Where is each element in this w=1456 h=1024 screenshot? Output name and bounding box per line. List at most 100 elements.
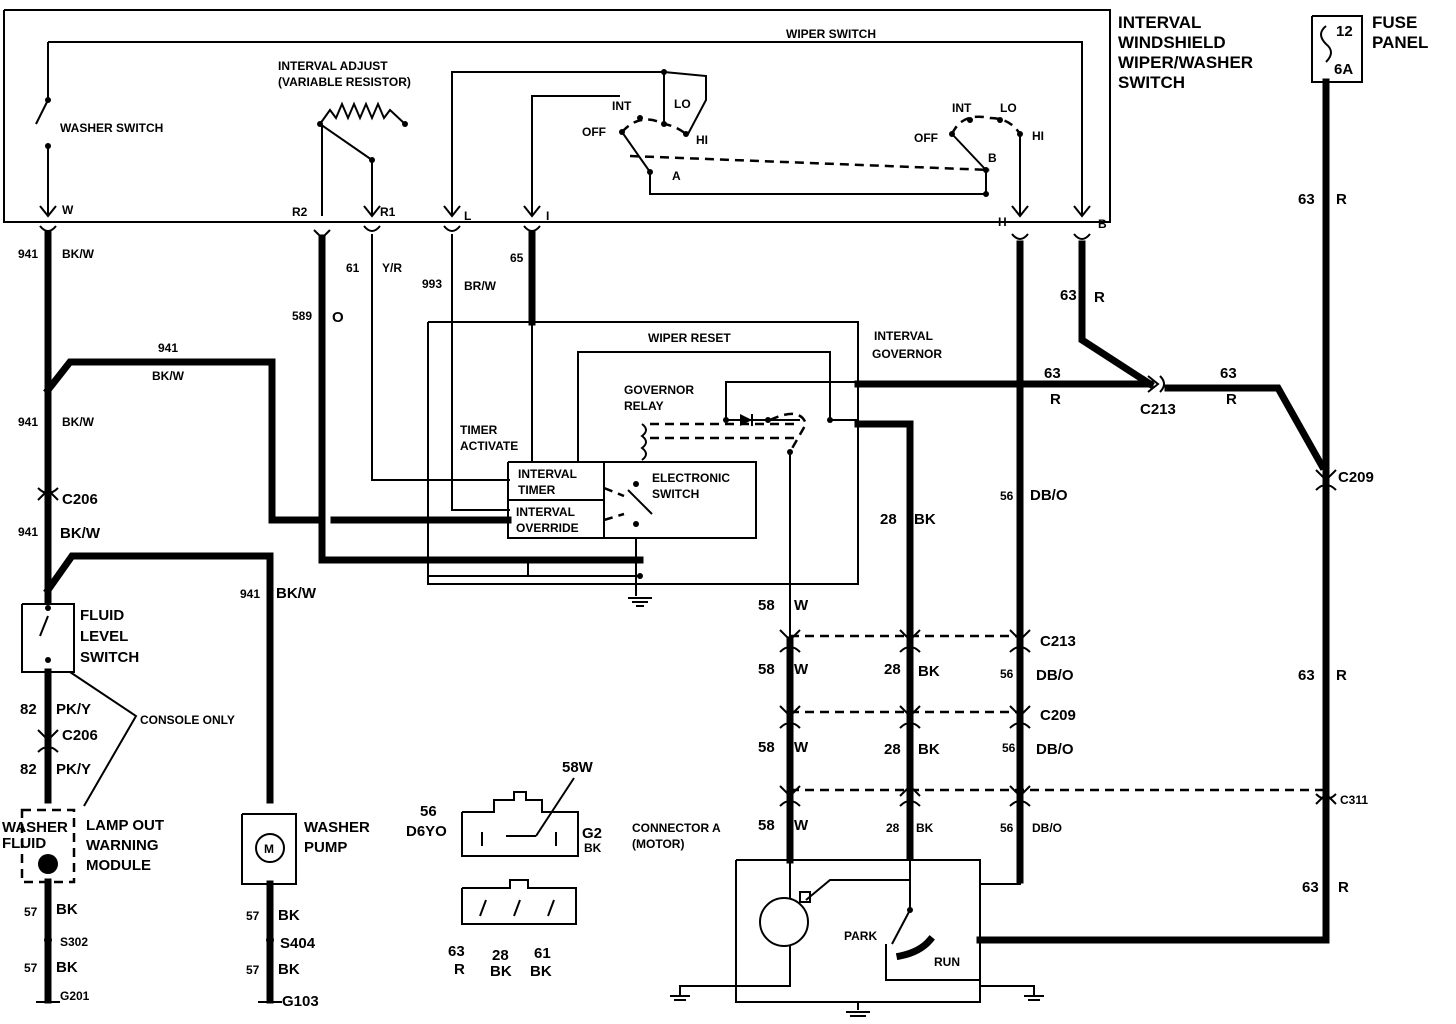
c941-pump-num: 941	[240, 587, 260, 601]
c58-row2-color: W	[794, 739, 809, 756]
interval-governor-line1: INTERVAL	[874, 329, 933, 343]
c63-bottom-color: R	[1338, 879, 1349, 896]
c63-fuse-color: R	[1336, 191, 1347, 208]
g201-label: G201	[60, 989, 90, 1003]
right-int-label: INT	[952, 101, 972, 115]
terminal-i: I	[546, 209, 549, 223]
bottom-pin1-num: 63	[448, 943, 465, 960]
c65-num: 65	[510, 251, 524, 265]
pin-58w-label: 58W	[562, 759, 594, 776]
switch-connector-face	[461, 879, 577, 925]
lamp-out-module	[20, 808, 76, 1004]
c993-num: 993	[422, 277, 442, 291]
fluid-level-line1: FLUID	[80, 607, 124, 624]
switch-title-line3: WIPER/WASHER	[1118, 53, 1253, 72]
fuse-panel-line1: FUSE	[1372, 13, 1417, 32]
c63-gov-color: R	[1050, 391, 1061, 408]
c56-row1-color: DB/O	[1036, 667, 1074, 684]
wiring	[37, 15, 1363, 944]
c63-lower-num: 63	[1298, 667, 1315, 684]
switch-title-line1: INTERVAL	[1118, 13, 1201, 32]
c58-row1-color: W	[794, 661, 809, 678]
bottom-pin2-color: BK	[490, 963, 512, 980]
switch-title-line2: WINDSHIELD	[1118, 33, 1226, 52]
terminal-w: W	[62, 203, 74, 217]
c993-color: BR/W	[464, 279, 497, 293]
interval-adjust-line2: (VARIABLE RESISTOR)	[278, 75, 411, 89]
console-only-label: CONSOLE ONLY	[140, 713, 235, 727]
bottom-pin1-color: R	[454, 961, 465, 978]
lamp-out-line1: LAMP OUT	[86, 817, 164, 834]
g103-label: G103	[282, 993, 319, 1010]
c57-pump-lower-num: 57	[246, 963, 260, 977]
washer-fluid-line2: FLUID	[2, 835, 46, 852]
c63-right-num: 63	[1220, 365, 1237, 382]
c941-lower-num: 941	[18, 415, 38, 429]
connector-a-line1: CONNECTOR A	[632, 821, 721, 835]
pin-g2-label: G2	[582, 825, 602, 842]
s404-label: S404	[280, 935, 316, 952]
fluid-level-switch	[21, 603, 138, 807]
interval-governor-line2: GOVERNOR	[872, 347, 942, 361]
motor-connector-face	[461, 777, 579, 857]
c57-pump-lower-color: BK	[278, 961, 300, 978]
left-hi-label: HI	[696, 133, 708, 147]
c209-right-label: C209	[1338, 469, 1374, 486]
c56-row2-num: 56	[1002, 741, 1016, 755]
c63-fuse-num: 63	[1298, 191, 1315, 208]
pin-d6yo-label: D6YO	[406, 823, 447, 840]
electronic-switch-line1: ELECTRONIC	[652, 471, 730, 485]
c57-left-upper-color: BK	[56, 901, 78, 918]
fuse-number: 12	[1336, 23, 1353, 40]
terminal-b: B	[1098, 217, 1107, 231]
c58-row3-color: W	[794, 817, 809, 834]
c57-left-lower-color: BK	[56, 959, 78, 976]
c941-top-color: BK/W	[62, 247, 95, 261]
c58-row3-num: 58	[758, 817, 775, 834]
c58-top-color: W	[794, 597, 809, 614]
labels: INTERVAL WINDSHIELD WIPER/WASHER SWITCH …	[2, 13, 1428, 1010]
pump-motor-symbol: M	[264, 842, 274, 856]
c58-row1-num: 58	[758, 661, 775, 678]
bottom-pin3-color: BK	[530, 963, 552, 980]
c56-row3-num: 56	[1000, 821, 1014, 835]
c941-lower-color: BK/W	[62, 415, 95, 429]
c941-mid-num: 941	[158, 341, 178, 355]
fluid-level-line2: LEVEL	[80, 628, 128, 645]
c63-lower-color: R	[1336, 667, 1347, 684]
switch-terminals	[39, 205, 1091, 240]
c941-pump-color: BK/W	[276, 585, 317, 602]
c941-c206-color: BK/W	[60, 525, 101, 542]
terminal-r2: R2	[292, 205, 308, 219]
fuse-panel-line2: PANEL	[1372, 33, 1428, 52]
s302-label: S302	[60, 935, 88, 949]
terminal-r1: R1	[380, 205, 396, 219]
c941-c206-num: 941	[18, 525, 38, 539]
c941-mid-color: BK/W	[152, 369, 185, 383]
pin-g2-color: BK	[584, 841, 602, 855]
c209-lower-label: C209	[1040, 707, 1076, 724]
interval-adjust-line1: INTERVAL ADJUST	[278, 59, 388, 73]
c28-top-color: BK	[914, 511, 936, 528]
c56-row3-color: DB/O	[1032, 821, 1062, 835]
washer-pump-line1: WASHER	[304, 819, 370, 836]
bottom-pin2-num: 28	[492, 947, 509, 964]
washer-fluid-line1: WASHER	[2, 819, 68, 836]
contact-a-label: A	[672, 169, 681, 183]
c206-upper-label: C206	[62, 491, 98, 508]
c589-color: O	[332, 309, 344, 326]
right-lo-label: LO	[1000, 101, 1017, 115]
park-label: PARK	[844, 929, 877, 943]
c213-lower-label: C213	[1040, 633, 1076, 650]
interval-override-line2: OVERRIDE	[516, 521, 579, 535]
electronic-switch-line2: SWITCH	[652, 487, 699, 501]
timer-activate-line2: ACTIVATE	[460, 439, 518, 453]
c63-gov-num: 63	[1044, 365, 1061, 382]
c941-top-num: 941	[18, 247, 38, 261]
c56-top-num: 56	[1000, 489, 1014, 503]
washer-switch-label: WASHER SWITCH	[60, 121, 163, 135]
c82-upper-num: 82	[20, 701, 37, 718]
c213-mid-label: C213	[1140, 401, 1176, 418]
timer-activate-line1: TIMER	[460, 423, 498, 437]
